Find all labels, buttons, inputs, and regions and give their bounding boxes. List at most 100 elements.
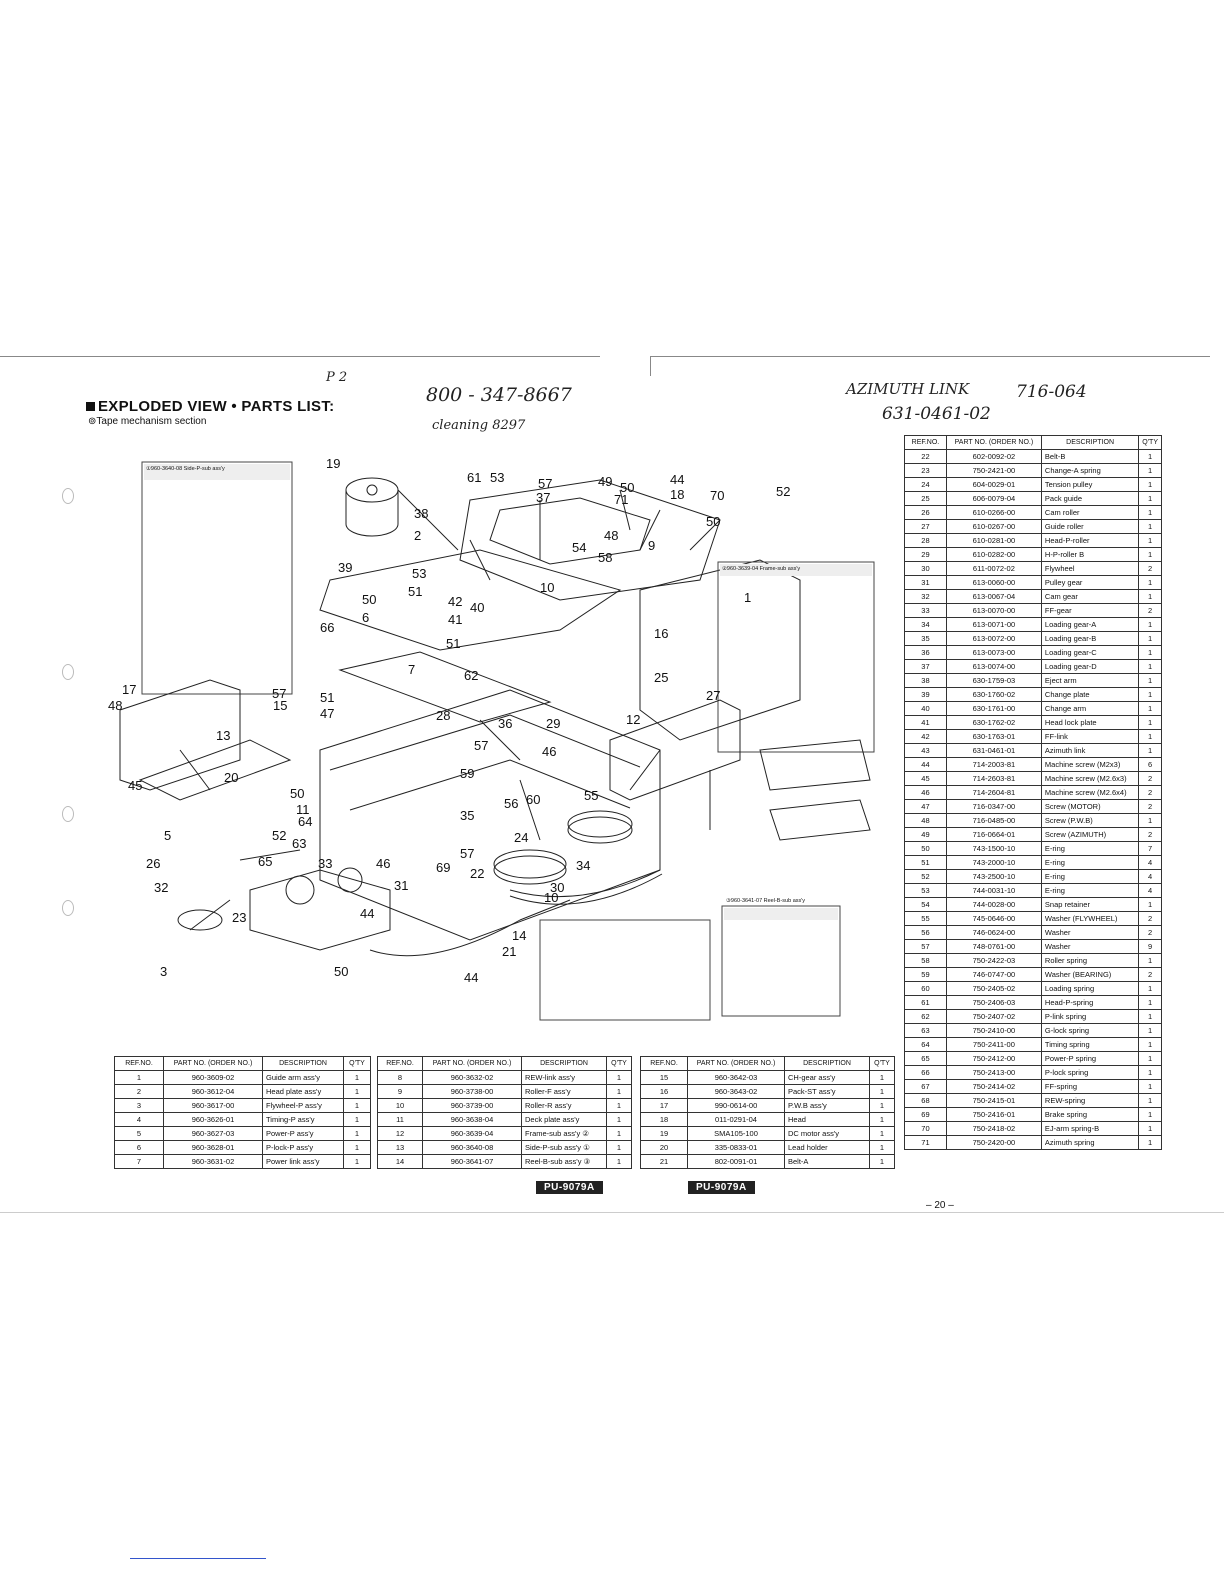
ref-cell: 25	[904, 491, 947, 506]
page-subtitle: ⊚Tape mechanism section	[88, 416, 207, 427]
page-divider-mark	[650, 356, 651, 376]
diagram-callout-number: 57	[474, 738, 489, 753]
qty-cell: 2	[1138, 925, 1162, 940]
description-cell: E-ring	[1040, 869, 1140, 884]
part-number-cell: 990-0614-00	[687, 1098, 785, 1113]
qty-cell: 1	[1138, 673, 1162, 688]
ref-cell: 36	[904, 645, 947, 660]
description-cell: Washer	[1040, 939, 1140, 954]
header-qty: Q'TY	[343, 1056, 371, 1071]
description-cell: Loading spring	[1040, 981, 1140, 996]
inset-title-reel-b: ③960-3641-07 Reel-B-sub ass'y	[726, 898, 806, 904]
diagram-callout-number: 50	[706, 514, 721, 529]
qty-cell: 2	[1138, 561, 1162, 576]
description-cell: Guide roller	[1040, 519, 1140, 534]
diagram-callout-number: 49	[598, 474, 613, 489]
ref-cell: 20	[640, 1140, 688, 1155]
description-cell: Side-P-sub ass'y ①	[521, 1140, 607, 1155]
diagram-callout-number: 33	[318, 856, 333, 871]
ref-cell: 53	[904, 883, 947, 898]
ref-cell: 4	[114, 1112, 164, 1127]
diagram-callout-number: 3	[160, 964, 168, 979]
diagram-callout-number: 54	[572, 540, 587, 555]
ref-cell: 13	[377, 1140, 423, 1155]
description-cell: Machine screw (M2.6x3)	[1040, 771, 1140, 786]
ref-cell: 44	[904, 757, 947, 772]
description-cell: Screw (P.W.B)	[1040, 813, 1140, 828]
ref-cell: 7	[114, 1154, 164, 1169]
qty-cell: 1	[343, 1154, 371, 1169]
description-cell: Pack-ST ass'y	[784, 1084, 870, 1099]
diagram-callout-number: 57	[538, 476, 553, 491]
description-cell: Flywheel-P ass'y	[262, 1098, 344, 1113]
diagram-callout-number: 45	[128, 778, 143, 793]
qty-cell: 1	[606, 1154, 632, 1169]
part-number-cell: 613-0070-00	[945, 603, 1042, 618]
ref-cell: 9	[377, 1084, 423, 1099]
qty-cell: 1	[1138, 1037, 1162, 1052]
diagram-callout-number: 22	[470, 866, 485, 881]
qty-cell: 2	[1138, 827, 1162, 842]
part-number-cell: 960-3631-02	[163, 1154, 263, 1169]
part-number-cell: 610-0266-00	[945, 505, 1042, 520]
diagram-callout-number: 34	[576, 858, 591, 873]
ref-cell: 30	[904, 561, 947, 576]
description-cell: Washer	[1040, 925, 1140, 940]
diagram-callout-number: 15	[273, 698, 288, 713]
qty-cell: 1	[1138, 1051, 1162, 1066]
handwritten-azimuth-part: 631-0461-02	[882, 404, 991, 424]
diagram-callout-number: 60	[526, 792, 541, 807]
description-cell: G-lock spring	[1040, 1023, 1140, 1038]
part-number-cell: 960-3739-00	[422, 1098, 522, 1113]
part-number-cell: 610-0282-00	[945, 547, 1042, 562]
part-number-cell: 960-3639-04	[422, 1126, 522, 1141]
ref-cell: 65	[904, 1051, 947, 1066]
ref-cell: 47	[904, 799, 947, 814]
ref-cell: 52	[904, 869, 947, 884]
diagram-callout-number: 59	[460, 766, 475, 781]
diagram-callout-number: 44	[464, 970, 479, 985]
part-number-cell: 630-1761-00	[945, 701, 1042, 716]
ref-cell: 8	[377, 1070, 423, 1085]
description-cell: Power-P ass'y	[262, 1126, 344, 1141]
qty-cell: 1	[343, 1098, 371, 1113]
ref-cell: 39	[904, 687, 947, 702]
header-desc: DESCRIPTION	[521, 1056, 607, 1071]
diagram-callout-number: 18	[670, 487, 685, 502]
qty-cell: 1	[1138, 589, 1162, 604]
part-number-cell: 750-2421-00	[945, 463, 1042, 478]
part-number-cell: 613-0060-00	[945, 575, 1042, 590]
part-number-cell: 613-0073-00	[945, 645, 1042, 660]
diagram-callout-number: 21	[502, 944, 517, 959]
diagram-callout-number: 62	[464, 668, 479, 683]
description-cell: E-ring	[1040, 883, 1140, 898]
description-cell: Machine screw (M2x3)	[1040, 757, 1140, 772]
description-cell: Belt-A	[784, 1154, 870, 1169]
diagram-callout-number: 64	[298, 814, 313, 829]
ref-cell: 23	[904, 463, 947, 478]
qty-cell: 1	[1138, 547, 1162, 562]
ref-cell: 43	[904, 743, 947, 758]
description-cell: FF-gear	[1040, 603, 1140, 618]
part-number-cell: 335-0833-01	[687, 1140, 785, 1155]
qty-cell: 1	[869, 1070, 895, 1085]
part-number-cell: 743-2000-10	[945, 855, 1042, 870]
part-number-cell: 611-0072-02	[945, 561, 1042, 576]
diagram-callout-number: 50	[334, 964, 349, 979]
part-number-cell: 802-0091-01	[687, 1154, 785, 1169]
part-number-cell: 960-3643-02	[687, 1084, 785, 1099]
qty-cell: 1	[869, 1154, 895, 1169]
